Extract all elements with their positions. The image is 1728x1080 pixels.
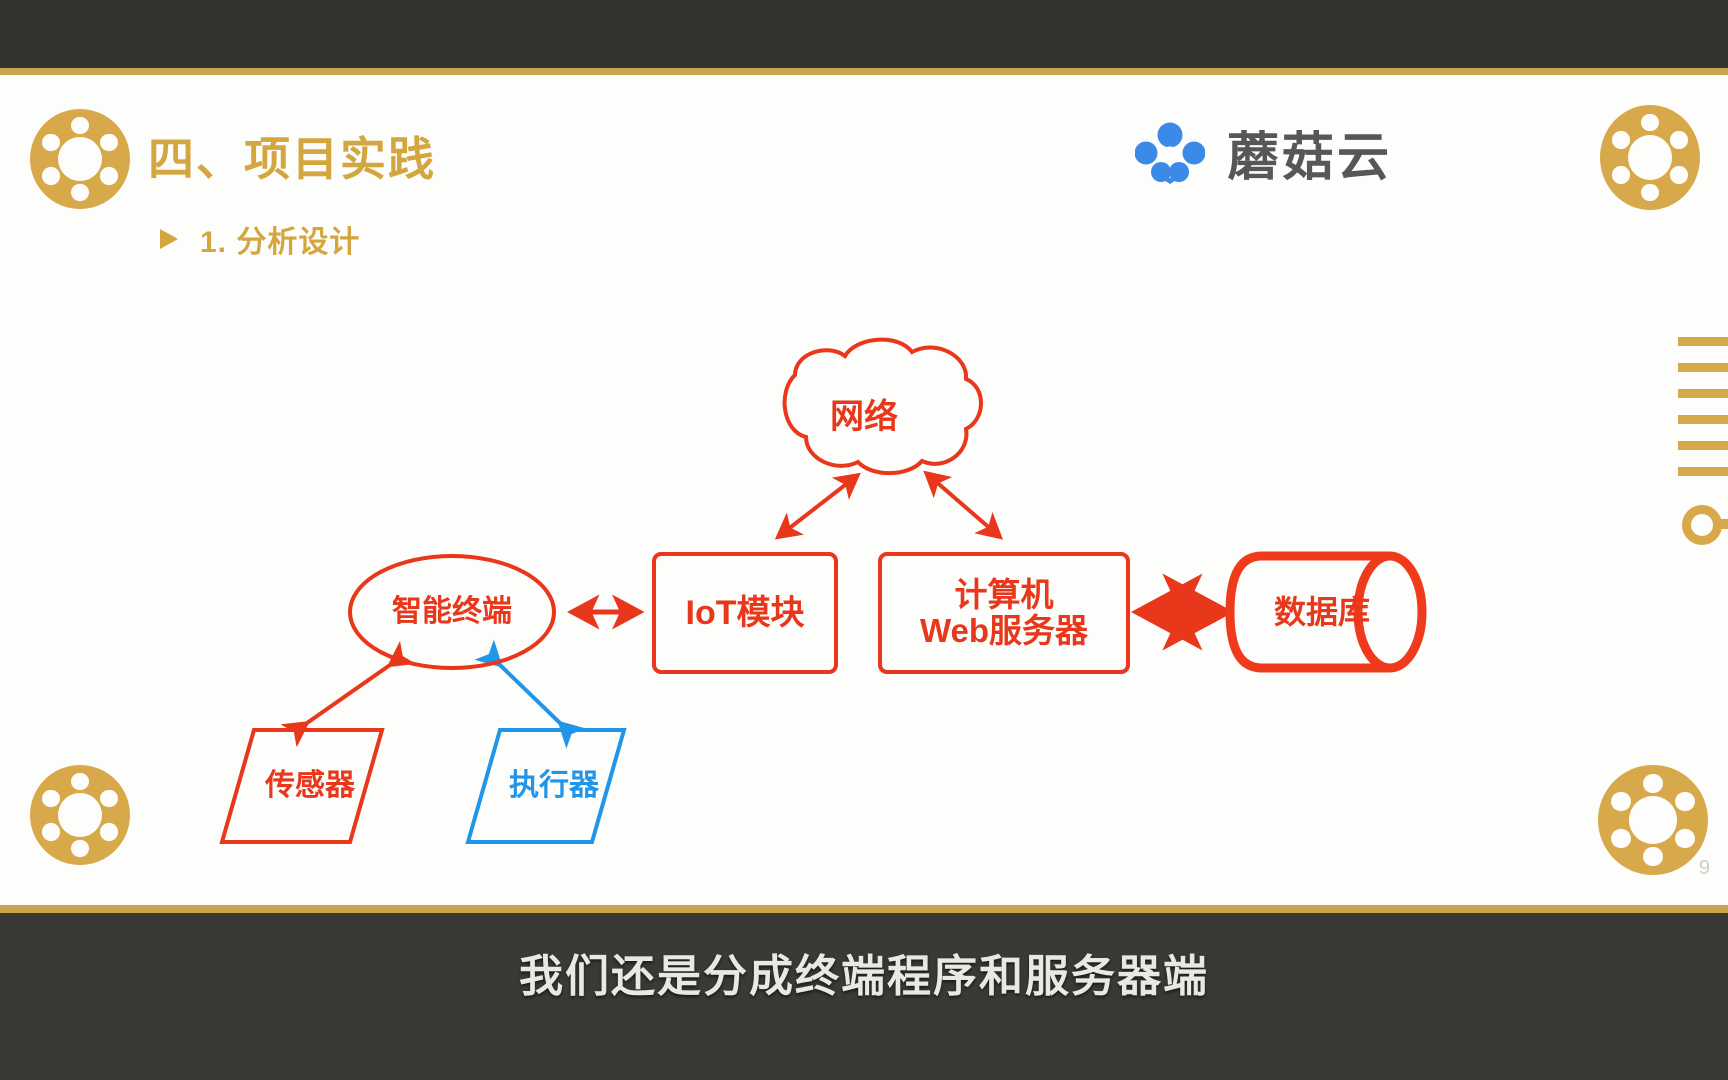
ring-hole — [1612, 131, 1630, 149]
ring-hole — [42, 823, 60, 841]
page-title: 四、项目实践 — [148, 133, 436, 185]
ring-hole — [1675, 828, 1695, 849]
top-letterbox-band — [0, 0, 1728, 68]
ring-hole — [1641, 113, 1659, 132]
top-gold-rule — [0, 68, 1728, 75]
brand-name: 蘑菇云 — [1227, 129, 1393, 187]
edge-actuator-terminal — [474, 639, 586, 749]
edge-sensor-terminal — [280, 640, 417, 748]
ring-hole — [100, 133, 118, 151]
ring-hole — [1675, 791, 1695, 812]
dash-mark — [1678, 389, 1728, 398]
dash-mark — [1678, 441, 1728, 450]
bullet-row: 1. 分析设计 — [160, 217, 360, 261]
node-server-rect — [878, 552, 1130, 674]
ring-hole — [42, 167, 60, 185]
node-iot-rect — [652, 552, 838, 674]
ring-hub — [1629, 796, 1677, 844]
bottom-letterbox-band — [0, 913, 1728, 1080]
ring-hole — [100, 789, 118, 807]
node-database-cylinder-body — [1225, 551, 1390, 673]
gear-ring-ornament-top-left — [30, 109, 130, 209]
node-database-cylinder-cap — [1353, 551, 1427, 673]
ring-hole — [1611, 791, 1631, 812]
gear-ring-ornament-bottom-left — [30, 765, 130, 865]
chevron-right-icon — [160, 229, 178, 249]
ring-hole — [1643, 773, 1663, 793]
bullet-label: 1. 分析设计 — [200, 226, 361, 259]
node-actuator-parallelogram — [465, 728, 627, 844]
ring-hole — [1670, 131, 1688, 149]
ring-hole — [100, 823, 118, 841]
edge-server-network — [923, 470, 1004, 540]
ring-hole — [1643, 847, 1663, 867]
edge-iot-network — [774, 472, 861, 540]
ring-hole — [100, 167, 118, 185]
ring-hole — [1612, 166, 1630, 184]
node-network-cloud — [782, 337, 983, 476]
dash-mark — [1678, 337, 1728, 346]
ring-hole — [1670, 166, 1688, 184]
bottom-gold-rule — [0, 905, 1728, 913]
dash-mark — [1678, 363, 1728, 372]
key-stem-ornament — [1716, 519, 1728, 529]
ring-hole — [42, 133, 60, 151]
ring-hole — [71, 772, 89, 791]
brand-lockup: 蘑菇云 — [1135, 115, 1392, 190]
dash-ladder-ornament — [1678, 337, 1728, 487]
ring-hole — [71, 116, 89, 135]
gear-ring-ornament-top-right — [1600, 105, 1700, 210]
ring-hole — [42, 789, 60, 807]
ring-hub — [58, 793, 102, 837]
ring-hub — [1628, 135, 1672, 180]
page-number: 9 — [1698, 857, 1710, 879]
ring-hub — [58, 137, 102, 181]
mushroom-cloud-flower-icon — [1135, 122, 1205, 184]
video-subtitle: 我们还是分成终端程序和服务器端 — [519, 952, 1209, 1001]
ring-hole — [71, 183, 89, 202]
ring-hole — [1641, 183, 1659, 202]
dash-mark — [1678, 415, 1728, 424]
node-sensor-parallelogram — [219, 728, 385, 844]
gear-ring-ornament-bottom-right — [1598, 765, 1708, 875]
system-architecture-diagram — [219, 337, 1427, 844]
ring-hole — [1611, 828, 1631, 849]
ring-hole — [71, 839, 89, 858]
slide-canvas: 四、项目实践 1. 分析设计 蘑菇云 — [0, 75, 1728, 905]
node-terminal-ellipse — [348, 554, 556, 670]
dash-mark — [1678, 467, 1728, 476]
